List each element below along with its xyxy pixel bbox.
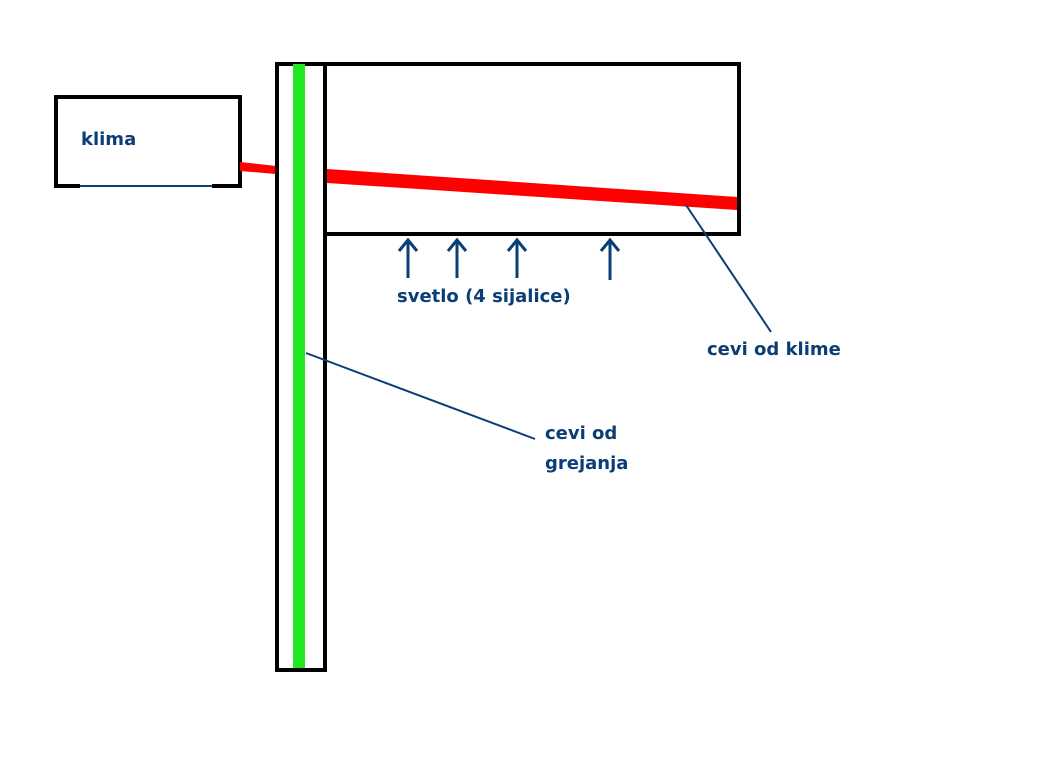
light-arrow-4 <box>599 237 621 280</box>
ac-pipe-stub <box>240 162 276 174</box>
light-arrow-2 <box>446 237 468 278</box>
leader-line-heating-pipe <box>305 352 536 440</box>
ac-unit-outline <box>54 95 242 188</box>
heating-pipe <box>293 64 305 668</box>
wall <box>275 62 327 672</box>
ceiling-outline <box>325 62 741 236</box>
light-arrow-3 <box>506 237 528 278</box>
ac-pipe <box>327 169 737 210</box>
light-arrow-1 <box>397 237 419 278</box>
leader-line-ac-pipe <box>685 204 772 333</box>
light-arrows <box>397 237 621 280</box>
ac-unit-box <box>54 95 242 188</box>
label-klima: klima <box>81 129 136 150</box>
label-cevi-od-klime: cevi od klime <box>707 339 841 360</box>
wall-outline-left <box>275 62 325 670</box>
label-svetlo: svetlo (4 sijalice) <box>397 286 571 307</box>
label-cevi-od-grejanja-line2: grejanja <box>545 453 628 474</box>
ceiling-box <box>325 62 741 236</box>
label-cevi-od-grejanja-line1: cevi od <box>545 423 617 444</box>
